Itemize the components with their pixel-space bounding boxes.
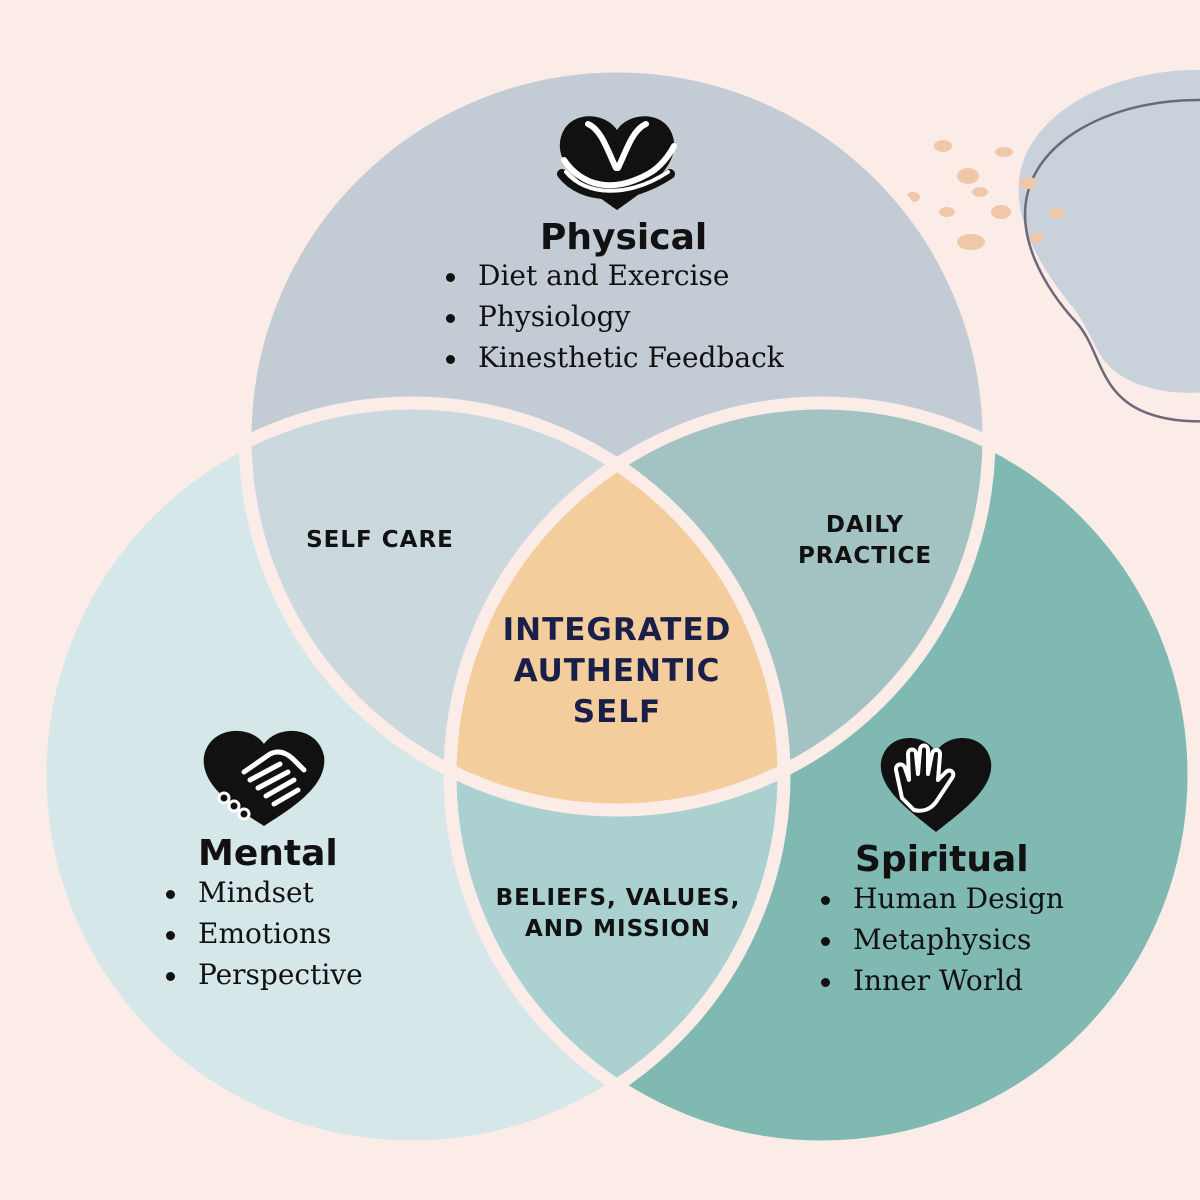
center-label: INTEGRATED AUTHENTIC SELF [477, 610, 757, 733]
heart-hug-icon [557, 116, 677, 210]
physical-item: Physiology [444, 296, 784, 337]
spiritual-list: Human Design Metaphysics Inner World [819, 878, 1064, 1001]
mental-list: Mindset Emotions Perspective [164, 872, 363, 995]
beliefs-line: BELIEFS, VALUES, [495, 885, 741, 911]
daily-practice-label: DAILY PRACTICE [760, 510, 970, 572]
spiritual-outline [443, 396, 1200, 1154]
spiritual-item: Human Design [819, 878, 1064, 919]
physical-title: Physical [540, 217, 708, 258]
physical-item: Diet and Exercise [444, 255, 784, 296]
spiritual-item: Inner World [819, 960, 1064, 1001]
spiritual-item: Metaphysics [819, 919, 1064, 960]
blob-fill [1018, 70, 1200, 393]
beliefs-values-mission-label: BELIEFS, VALUES, AND MISSION [478, 883, 758, 945]
daily-practice-line: DAILY [825, 512, 905, 538]
center-region [450, 403, 784, 810]
heart-hand-icon [880, 738, 992, 832]
beliefs-line: AND MISSION [524, 916, 712, 942]
mental-title: Mental [198, 833, 338, 874]
mental-item: Emotions [164, 913, 363, 954]
mental-outline [33, 396, 791, 1154]
mental-item: Mindset [164, 872, 363, 913]
center-line: SELF [572, 694, 662, 730]
confetti-dots [906, 140, 1065, 250]
mental-item: Perspective [164, 954, 363, 995]
center-line: AUTHENTIC [513, 653, 721, 689]
heart-handshake-icon [203, 730, 325, 826]
self-care-label: SELF CARE [306, 527, 454, 553]
blob-outline [1023, 98, 1200, 423]
daily-practice-line: PRACTICE [797, 543, 933, 569]
physical-list: Diet and Exercise Physiology Kinesthetic… [444, 255, 784, 378]
spiritual-title: Spiritual [855, 839, 1029, 880]
physical-item: Kinesthetic Feedback [444, 337, 784, 378]
center-line: INTEGRATED [502, 612, 732, 648]
